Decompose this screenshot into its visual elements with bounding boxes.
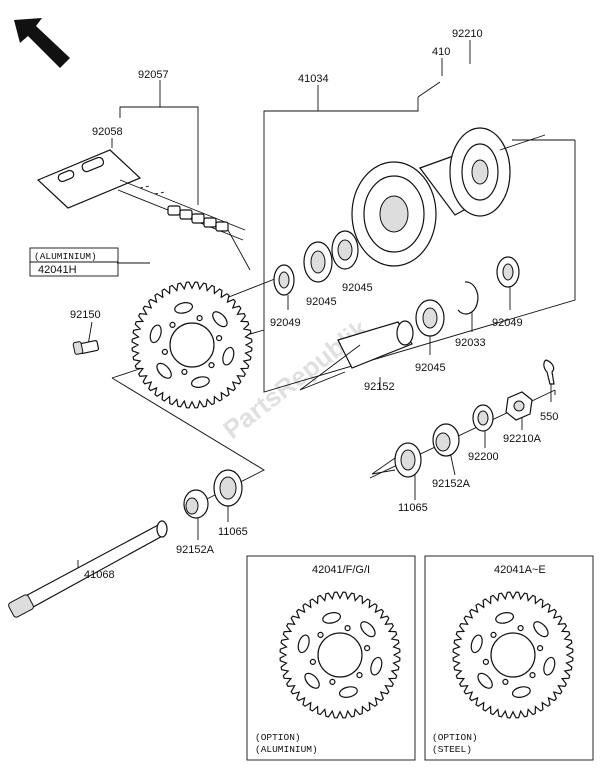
chain-section — [167, 205, 229, 232]
part-label-92057: 92057 — [138, 69, 169, 81]
option-box-aluminium — [246, 555, 416, 761]
front-direction-arrow-icon — [14, 18, 70, 68]
rear-hub — [351, 127, 546, 267]
axle-41068 — [8, 520, 168, 618]
part-label-11065-right: 11065 — [398, 502, 428, 514]
part-label-92152A-right: 92152A — [432, 478, 471, 490]
bolt-92150 — [72, 340, 100, 355]
part-label-92045-a: 92045 — [306, 296, 337, 308]
option-steel-note-2: (STEEL) — [432, 744, 472, 755]
option-aluminium-note-2: (ALUMINIUM) — [255, 744, 318, 755]
part-label-550: 550 — [540, 411, 558, 423]
part-label-41068: 41068 — [84, 569, 115, 581]
part-label-92049-left: 92049 — [270, 317, 301, 329]
collar-left — [183, 469, 243, 519]
bearings — [273, 230, 520, 391]
sprocket-aluminium — [131, 281, 253, 409]
part-label-92200: 92200 — [468, 451, 499, 463]
part-label-92152: 92152 — [364, 381, 395, 393]
part-label-92150: 92150 — [70, 309, 101, 321]
chain-link-kit — [36, 149, 251, 271]
aluminium-note: (ALUMINIUM) — [34, 251, 97, 262]
part-label-410: 410 — [432, 46, 450, 58]
part-label-41034: 41034 — [298, 73, 329, 85]
option-box-steel — [424, 555, 594, 761]
part-label-92033: 92033 — [455, 337, 486, 349]
part-label-11065-left: 11065 — [218, 526, 248, 538]
part-label-92045-c: 92045 — [415, 362, 446, 374]
option-steel-note-1: (OPTION) — [432, 732, 478, 743]
part-label-92152A-left: 92152A — [176, 544, 215, 556]
part-label-42041H: 42041H — [38, 264, 77, 276]
part-label-92049-right: 92049 — [492, 317, 523, 329]
part-label-42041FGI: 42041/F/G/I — [312, 564, 370, 576]
option-aluminium-note-1: (OPTION) — [255, 732, 301, 743]
part-label-92058: 92058 — [92, 126, 123, 138]
part-label-92045-b: 92045 — [342, 282, 373, 294]
part-label-92210: 92210 — [452, 28, 483, 40]
part-label-92210A: 92210A — [503, 433, 542, 445]
right-side-parts — [371, 359, 555, 478]
part-label-42041AE: 42041A~E — [494, 564, 546, 576]
